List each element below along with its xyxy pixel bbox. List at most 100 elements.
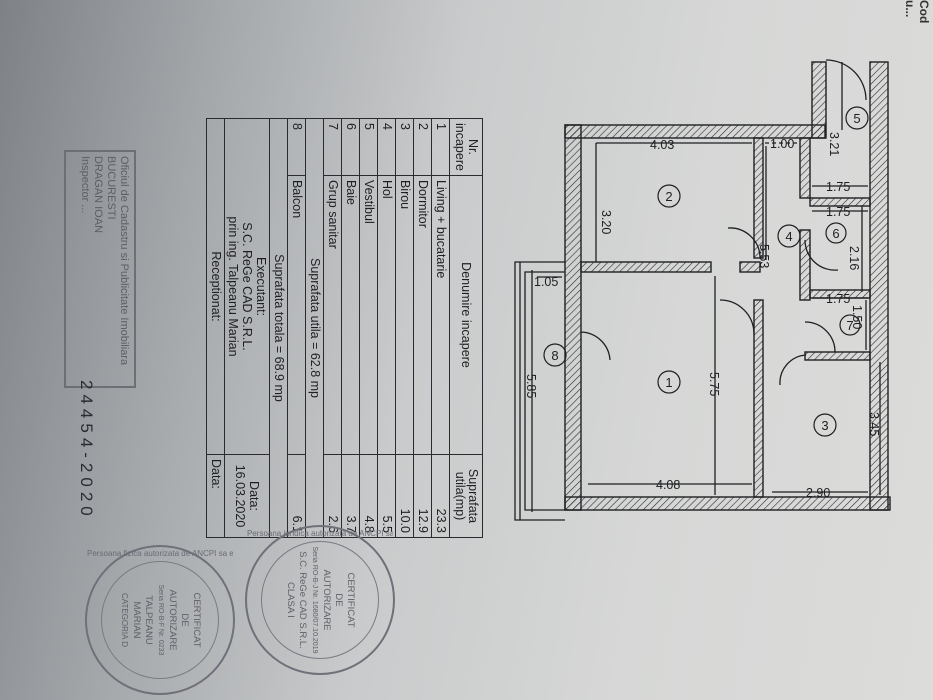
row-name: Hol: [377, 175, 396, 455]
header-nr: Nr. incapere: [449, 118, 483, 176]
row-name: Vestibul: [359, 175, 378, 455]
row-nr: 8: [287, 118, 306, 176]
stamp-line: CERTIFICAT: [345, 572, 356, 628]
round-stamp-company: Persoana juridica autorizata de ANCPI sa…: [245, 525, 395, 675]
data2-label: Data:: [206, 454, 225, 538]
row-area: 10.0: [395, 454, 414, 538]
ocpi-stamp-line-2: BUCURESTI: [105, 156, 117, 220]
row-area: 12.9: [413, 454, 432, 538]
row-area: 5.5: [377, 454, 396, 538]
room-number-2: 2: [665, 189, 672, 204]
ocpi-stamp-line-1: Oficiul de Cadastru si Publicitate Imobi…: [118, 156, 130, 366]
executant-company: S.C. ReGe CAD S.R.L.: [240, 222, 254, 351]
row-name: Dormitor: [413, 175, 432, 455]
dim-1-00: 1.00: [770, 137, 794, 151]
room-number-1: 1: [665, 375, 672, 390]
suprafata-utila-row: Suprafata utila = 62.8 mp: [305, 118, 324, 538]
data-cell: Data: 16.03.2020: [224, 454, 270, 538]
stamp-line: CLASA I: [285, 582, 296, 618]
receptionat-row: Receptionat: Data:: [206, 118, 225, 538]
row-name: Baie: [341, 175, 360, 455]
row-nr: 4: [377, 118, 396, 176]
data-value: 16.03.2020: [233, 464, 247, 528]
dim-3-21: 3.21: [827, 132, 841, 156]
ocpi-stamp: Oficiul de Cadastru si Publicitate Imobi…: [64, 150, 136, 388]
row-nr: 3: [395, 118, 414, 176]
dim-1-75-a: 1.75: [826, 180, 850, 194]
dim-3-20: 3.20: [599, 210, 613, 234]
dim-5-53: 5.53: [757, 244, 771, 268]
suprafata-totala: Suprafata totala = 68.9 mp: [269, 118, 288, 538]
row-nr: 6: [341, 118, 360, 176]
row-area: 3.7: [341, 454, 360, 538]
table-header-row: Nr. incapere Denumire incapere Suprafata…: [449, 118, 483, 538]
round-stamp-engineer: Persoana fizica autorizata de ANCPI sa e…: [85, 545, 235, 695]
stamp-line: TALPEANU: [143, 595, 154, 645]
dim-2-90: 2.90: [806, 486, 830, 500]
stamp-line: DE: [179, 613, 190, 627]
corner-label: Cod u...: [903, 0, 931, 24]
row-nr: 1: [431, 118, 450, 176]
dim-1-75-c: 1.75: [826, 292, 850, 306]
registration-number: 24454-2020: [77, 380, 96, 521]
ocpi-stamp-line-3: DRAGAN IOAN: [92, 156, 104, 234]
row-name: Birou: [395, 175, 414, 455]
suprafata-totala-row: Suprafata totala = 68.9 mp: [269, 118, 288, 538]
room-number-4: 4: [785, 229, 792, 244]
ocpi-stamp-line-4: Inspector ...: [79, 156, 91, 214]
dim-1-05: 1.05: [534, 275, 558, 289]
stamp-line: S.C. ReGe CAD S.R.L.: [297, 551, 308, 649]
dim-4-03: 4.03: [650, 138, 674, 152]
executant-row: Executant: S.C. ReGe CAD S.R.L. prin ing…: [224, 118, 270, 538]
stamp-line: MARIAN: [131, 601, 142, 639]
room-number-5: 5: [853, 111, 860, 126]
executant-label: Executant:: [254, 256, 268, 317]
stamp-line: Seria RO-B-F Nr. 0233: [157, 584, 164, 656]
dim-1-50: 1.50: [850, 305, 864, 329]
row-area: 6.1: [287, 454, 306, 538]
dim-4-08: 4.08: [656, 478, 680, 492]
dim-3-45: 3.45: [867, 412, 881, 436]
header-denumire: Denumire incapere: [449, 175, 483, 455]
room-number-6: 6: [832, 226, 839, 241]
stamp-line: AUTORIZARE: [321, 569, 332, 631]
stamp-line: CATEGORIA D: [120, 592, 129, 648]
row-nr: 2: [413, 118, 432, 176]
stamp-line: AUTORIZARE: [167, 589, 178, 651]
round-stamp-engineer-circle: Persoana fizica autorizata de ANCPI sa e…: [87, 549, 233, 558]
dim-5-85: 5.85: [524, 374, 538, 398]
room-number-3: 3: [821, 418, 828, 433]
receptionat-label: Receptionat:: [206, 118, 225, 455]
row-nr: 7: [323, 118, 342, 176]
round-stamp-company-circle: Persoana juridica autorizata de ANCPI sa…: [247, 529, 393, 538]
wall-left: [564, 124, 582, 511]
room-table: Nr. incapere Denumire incapere Suprafata…: [206, 118, 483, 538]
row-name: Grup sanitar: [323, 175, 342, 455]
dim-5-75: 5.75: [707, 372, 721, 396]
room-legend: Nr. incapere Denumire incapere Suprafata…: [149, 118, 483, 538]
executant-engineer: prin ing. Talpeanu Marian: [226, 216, 240, 357]
data-label: Data:: [247, 481, 261, 511]
room-number-8: 8: [551, 348, 558, 363]
row-area: 4.8: [359, 454, 378, 538]
header-suprafata: Suprafata utila(mp): [449, 454, 483, 538]
suprafata-utila: Suprafata utila = 62.8 mp: [305, 118, 324, 538]
stamp-line: CERTIFICAT: [191, 592, 202, 648]
row-nr: 5: [359, 118, 378, 176]
row-name: Balcon: [287, 175, 306, 455]
stamp-line: Seria RO-B-J Nr. 1680/07.10.2019: [311, 546, 318, 654]
row-area: 23.3: [431, 454, 450, 538]
stamp-line: DE: [333, 593, 344, 607]
dim-1-75-b: 1.75: [826, 205, 850, 219]
room-number-7: 7: [846, 318, 853, 333]
dim-2-16: 2.16: [847, 246, 861, 270]
